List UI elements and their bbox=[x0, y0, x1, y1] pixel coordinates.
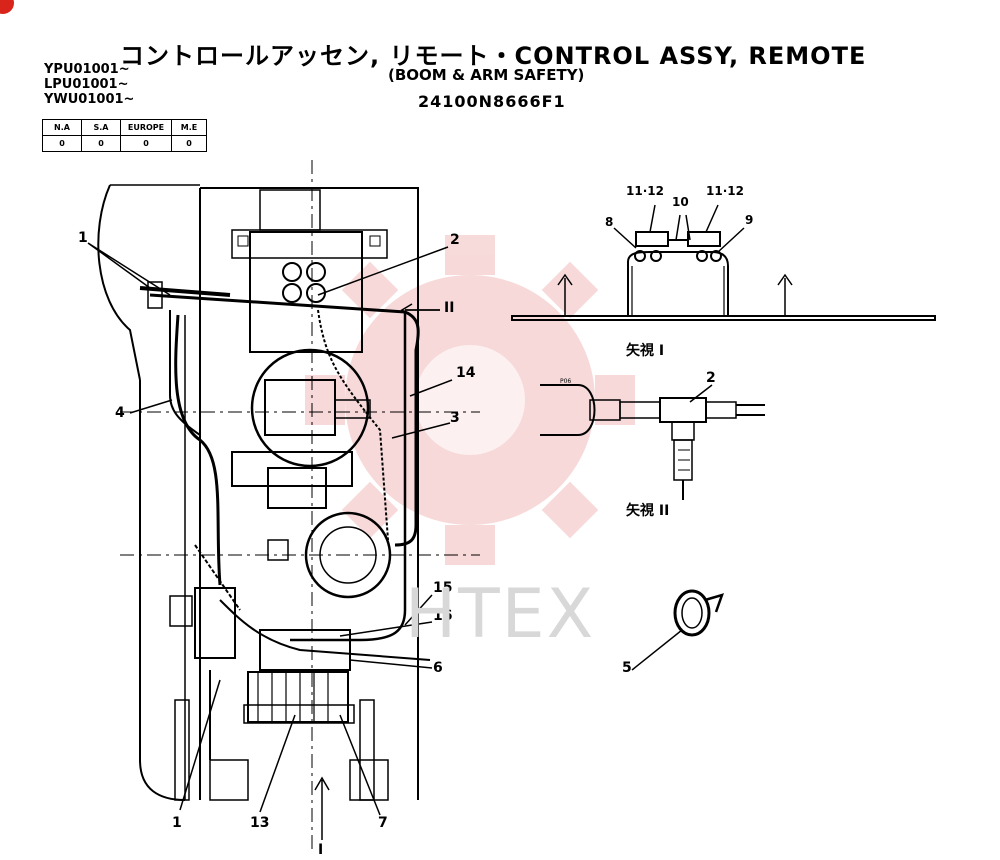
callout-4: 4 bbox=[115, 405, 125, 421]
view-ii-label: 矢視 II bbox=[626, 503, 670, 519]
callout-10: 10 bbox=[672, 195, 689, 209]
view-marker-i: I bbox=[318, 842, 324, 858]
region-value: 0 bbox=[120, 135, 172, 152]
watermark-text: HTEX bbox=[405, 575, 596, 654]
callout-11-12: 11·12 bbox=[626, 184, 664, 198]
region-table-value-row: 0 0 0 0 bbox=[42, 135, 207, 152]
region-table-header-row: N.A S.A EUROPE M.E bbox=[42, 119, 207, 136]
frame-right-edge bbox=[200, 187, 419, 800]
callout-2: 2 bbox=[706, 370, 716, 386]
callout-2: 2 bbox=[450, 232, 460, 248]
callout-14: 14 bbox=[456, 365, 476, 381]
callout-1: 1 bbox=[172, 815, 182, 831]
callout-8: 8 bbox=[605, 215, 614, 229]
corner-badge bbox=[0, 0, 14, 14]
region-value: 0 bbox=[81, 135, 121, 152]
serial-range: YWU01001~ bbox=[44, 92, 135, 107]
callout-6: 6 bbox=[433, 660, 443, 676]
region-header: S.A bbox=[81, 119, 121, 136]
view-i-label: 矢視 I bbox=[626, 343, 665, 359]
drawing-subtitle: (BOOM & ARM SAFETY) bbox=[388, 66, 585, 84]
callout-1: 1 bbox=[78, 230, 88, 246]
serial-range: YPU01001~ bbox=[44, 62, 130, 77]
callout-7: 7 bbox=[378, 815, 388, 831]
callout-3: 3 bbox=[450, 410, 460, 426]
region-table: N.A S.A EUROPE M.E 0 0 0 0 bbox=[42, 119, 207, 152]
region-header: EUROPE bbox=[120, 119, 172, 136]
view-marker-ii: II bbox=[444, 300, 455, 316]
position-label: P06 bbox=[560, 378, 572, 385]
part-number: 24100N8666F1 bbox=[418, 92, 566, 111]
region-header: N.A bbox=[42, 119, 82, 136]
callout-13: 13 bbox=[250, 815, 270, 831]
drawing-title: コントロールアッセン, リモート・CONTROL ASSY, REMOTE bbox=[120, 42, 867, 70]
callout-11-12: 11·12 bbox=[706, 184, 744, 198]
callout-9: 9 bbox=[745, 213, 754, 227]
region-value: 0 bbox=[42, 135, 82, 152]
callout-16: 16 bbox=[433, 608, 453, 624]
serial-range: LPU01001~ bbox=[44, 77, 129, 92]
callout-5: 5 bbox=[622, 660, 632, 676]
region-header: M.E bbox=[171, 119, 207, 136]
callout-15: 15 bbox=[433, 580, 453, 596]
region-value: 0 bbox=[171, 135, 207, 152]
